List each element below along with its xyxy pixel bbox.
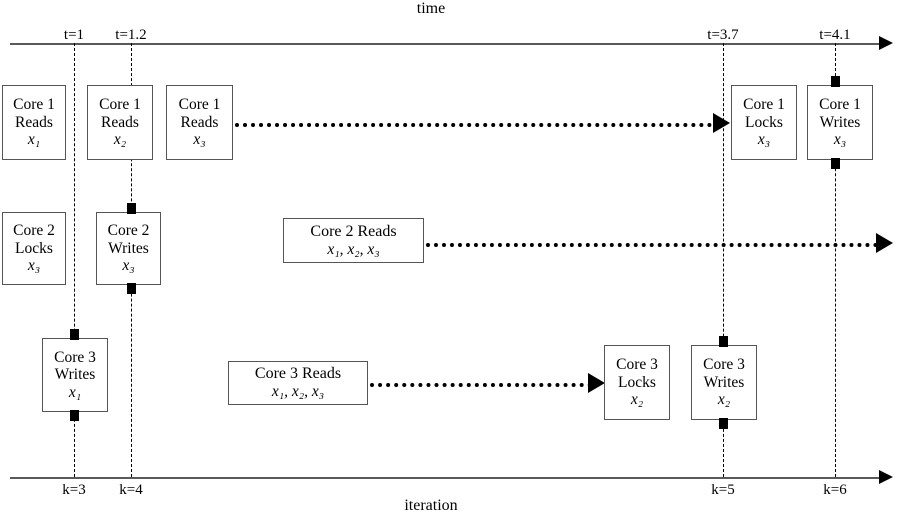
event-core1-reads-x3: Core 1 Reads x₃ [166, 85, 233, 160]
event-variable: x₃ [193, 131, 206, 149]
flow-arrowhead-core3 [588, 373, 605, 393]
sync-marker-bottom [719, 418, 728, 429]
event-line2: Locks [15, 239, 53, 257]
iteration-axis-title: iteration [404, 497, 458, 514]
flow-arrowhead-core1 [713, 113, 730, 133]
event-variable: x₃ [122, 257, 135, 275]
flow-arrowhead-core2 [876, 233, 893, 253]
event-core2-locks-x3: Core 2 Locks x₃ [2, 212, 66, 285]
event-core3-reads-all: Core 3 Reads x₁, x₂, x₃ [228, 361, 368, 405]
event-line1: Core 2 [13, 222, 55, 240]
event-core2-reads-all: Core 2 Reads x₁, x₂, x₃ [283, 218, 424, 263]
event-variable: x₂ [717, 391, 731, 409]
event-core3-writes-x1: Core 3 Writes x₁ [42, 338, 108, 412]
event-variable: x₃ [833, 131, 847, 149]
event-variable: x₁ [68, 383, 82, 401]
event-line1: Core 3 [616, 356, 658, 374]
event-line2: Writes [819, 113, 861, 131]
event-line1: Core 2 [107, 222, 150, 240]
event-line2: Reads [101, 113, 139, 131]
iteration-axis-line [10, 477, 882, 479]
sync-marker-top [127, 203, 136, 214]
event-variable-list: x₁, x₂, x₃ [327, 240, 380, 258]
iteration-axis-arrowhead [879, 470, 893, 484]
sync-marker-bottom [70, 410, 79, 421]
event-core1-locks-x3: Core 1 Locks x₃ [731, 85, 797, 160]
event-line2: Writes [54, 366, 96, 384]
time-tick-t12: t=1.2 [115, 27, 147, 43]
event-core2-writes-x3: Core 2 Writes x₃ [96, 212, 161, 285]
event-variable: x₁ [27, 131, 41, 149]
event-line2: Writes [108, 239, 149, 257]
event-line2: Writes [703, 373, 745, 391]
event-variable: x₃ [27, 257, 41, 275]
event-line2: Reads [15, 113, 53, 131]
event-line1: Core 3 [703, 356, 745, 374]
sync-marker-top [70, 329, 79, 340]
event-line1: Core 1 [13, 96, 55, 114]
iteration-tick-k4: k=4 [119, 482, 143, 498]
event-core3-writes-x2: Core 3 Writes x₂ [691, 345, 757, 420]
event-line1: Core 3 [54, 348, 96, 366]
sync-marker-top [831, 76, 840, 87]
iteration-tick-k5: k=5 [711, 482, 735, 498]
event-line2: Locks [745, 113, 783, 131]
iteration-tick-k3: k=3 [62, 482, 86, 498]
sync-marker-bottom [831, 158, 840, 169]
sync-marker-bottom [127, 283, 136, 294]
flow-arrow-core1 [235, 123, 720, 127]
event-core1-writes-x3: Core 1 Writes x₃ [807, 85, 873, 160]
event-variable: x₂ [630, 391, 644, 409]
event-core3-locks-x2: Core 3 Locks x₂ [604, 345, 670, 420]
guideline-k5 [723, 43, 724, 477]
flow-arrow-core2 [426, 243, 878, 247]
event-variable: x₂ [113, 131, 127, 149]
event-core1-reads-x2: Core 1 Reads x₂ [87, 85, 153, 160]
time-tick-t1: t=1 [63, 27, 85, 43]
event-line1: Core 1 [99, 96, 141, 114]
flow-arrow-core3 [370, 383, 592, 387]
iteration-tick-k6: k=6 [823, 482, 847, 498]
event-line1: Core 1 [819, 96, 861, 114]
event-line2: Locks [618, 373, 656, 391]
event-variable-list: x₁, x₂, x₃ [271, 383, 325, 401]
guideline-k3 [74, 43, 75, 477]
event-core1-reads-x1: Core 1 Reads x₁ [2, 85, 66, 160]
event-line1: Core 3 Reads [254, 365, 342, 383]
guideline-k6 [835, 43, 836, 477]
event-variable: x₃ [757, 131, 771, 149]
time-axis-arrowhead [879, 36, 893, 50]
event-line1: Core 1 [178, 96, 221, 114]
time-axis-title: time [416, 0, 446, 17]
time-tick-t37: t=3.7 [707, 27, 739, 43]
event-line2: Reads [180, 113, 219, 131]
sync-marker-top [719, 336, 728, 347]
time-tick-t41: t=4.1 [819, 27, 851, 43]
event-line1: Core 1 [743, 96, 785, 114]
time-axis-line [10, 43, 882, 45]
event-line1: Core 2 Reads [310, 222, 397, 240]
